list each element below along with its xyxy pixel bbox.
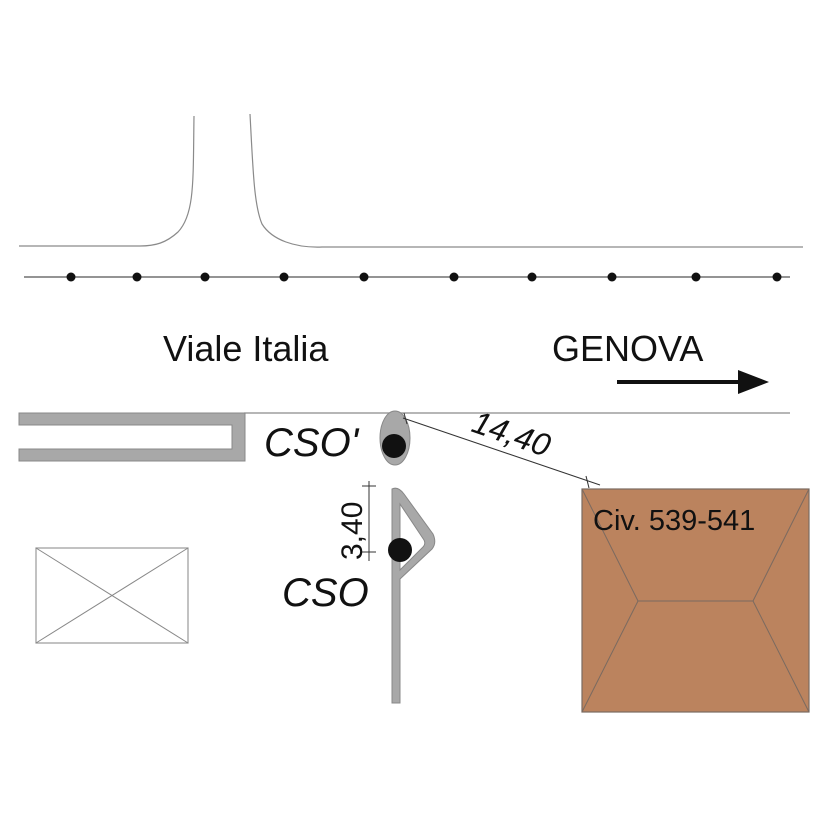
crossed-box <box>35 547 189 644</box>
cso-prime-label: CSO' <box>264 421 360 465</box>
cso-label: CSO <box>282 571 369 615</box>
utility-pole-dot <box>200 272 210 282</box>
utility-pole-dot <box>607 272 617 282</box>
utility-pole-dot <box>449 272 459 282</box>
dimension-3-40-label: 3,40 <box>336 502 369 560</box>
utility-pole-dot <box>279 272 289 282</box>
cso-marker <box>388 538 412 562</box>
building <box>581 488 810 713</box>
building-label: Civ. 539-541 <box>593 505 755 537</box>
utility-pole-dot <box>527 272 537 282</box>
utility-pole-dot <box>772 272 782 282</box>
direction-label: GENOVA <box>552 328 703 369</box>
utility-poles <box>66 272 782 282</box>
side-road-left-edge <box>19 115 195 247</box>
utility-pole-dot <box>359 272 369 282</box>
cso-prime-marker <box>382 434 406 458</box>
curb-island <box>391 487 436 704</box>
dimension-3-40 <box>362 481 376 561</box>
street-name-label: Viale Italia <box>163 328 329 369</box>
utility-pole-dot <box>691 272 701 282</box>
direction-arrow-icon <box>617 370 769 394</box>
dimension-14-40 <box>402 412 601 489</box>
utility-pole-dot <box>132 272 142 282</box>
utility-pole-dot <box>66 272 76 282</box>
curb-left <box>18 412 246 462</box>
side-road-right-edge <box>249 113 803 248</box>
